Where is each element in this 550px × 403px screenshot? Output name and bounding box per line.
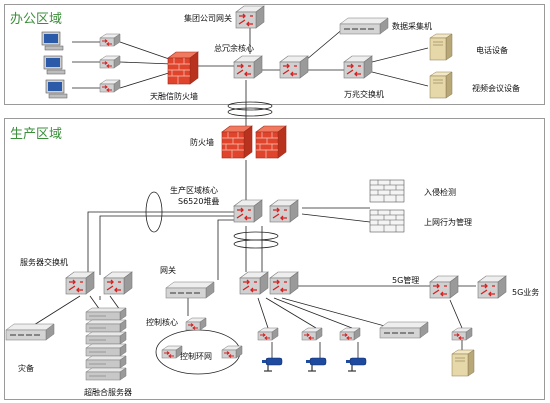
camera-1-icon bbox=[261, 357, 283, 372]
behavior-mgmt-icon bbox=[369, 209, 405, 233]
prod-firewall-2-icon bbox=[255, 125, 287, 159]
office-firewall-icon bbox=[167, 51, 199, 85]
5g-edge-switch-icon bbox=[451, 327, 473, 341]
rack-6-icon bbox=[85, 367, 127, 381]
control-ring-switch-1-icon bbox=[161, 345, 183, 359]
backup-appliance-icon bbox=[5, 323, 55, 341]
label-firewall-prod: 防火墙 bbox=[190, 138, 214, 147]
label-prod-core-1: 生产区域核心 bbox=[170, 186, 218, 195]
video-server-icon bbox=[429, 71, 453, 99]
hyper-server-stack bbox=[85, 307, 127, 381]
label-group-gateway: 集团公司网关 bbox=[184, 14, 232, 23]
label-phone: 电话设备 bbox=[476, 46, 508, 55]
phone-server-icon bbox=[429, 33, 453, 61]
label-redundant-core: 总冗余核心 bbox=[214, 44, 254, 53]
prod-core-2-icon bbox=[269, 199, 299, 223]
5g-mgmt-switch-icon bbox=[429, 275, 459, 299]
office-switch-3-icon bbox=[99, 79, 121, 93]
camera-3-icon bbox=[345, 357, 367, 372]
label-gigabit-switch: 万兆交换机 bbox=[344, 90, 384, 99]
rack-2-icon bbox=[85, 319, 127, 333]
label-gateway: 网关 bbox=[160, 266, 176, 275]
control-ring-switch-2-icon bbox=[221, 345, 243, 359]
intrusion-detection-icon bbox=[369, 179, 405, 203]
rack-5-icon bbox=[85, 355, 127, 369]
office-switch-2-icon bbox=[99, 55, 121, 69]
label-backup: 灾备 bbox=[18, 364, 34, 373]
5g-server-icon bbox=[451, 349, 475, 377]
pc-2-icon bbox=[43, 55, 66, 75]
label-5g-biz: 5G业务 bbox=[512, 288, 540, 297]
group-gateway-icon bbox=[235, 5, 265, 29]
office-switch-1-icon bbox=[99, 33, 121, 47]
label-firewall-office: 天融信防火墙 bbox=[150, 92, 198, 101]
office-zone bbox=[4, 4, 545, 105]
gigabit-switch-2-icon bbox=[343, 55, 373, 79]
access-switch-1-icon bbox=[239, 271, 269, 295]
production-zone-title: 生产区域 bbox=[10, 127, 63, 142]
server-switch-2-icon bbox=[103, 271, 133, 295]
edge-appliance-icon bbox=[379, 321, 429, 339]
label-control-ring: 控制环网 bbox=[180, 352, 212, 361]
edge-switch-2-icon bbox=[301, 327, 323, 341]
label-intrusion: 入侵检测 bbox=[424, 188, 456, 197]
label-behavior-mgmt: 上网行为管理 bbox=[424, 218, 472, 227]
rack-1-icon bbox=[85, 307, 127, 321]
label-control-core: 控制核心 bbox=[146, 318, 178, 327]
label-server-switch: 服务器交换机 bbox=[20, 258, 68, 267]
stack-ovals bbox=[145, 101, 279, 249]
pc-3-icon bbox=[45, 79, 68, 99]
access-switch-2-icon bbox=[269, 271, 299, 295]
gateway-icon bbox=[165, 281, 215, 299]
label-hyper-server: 超融合服务器 bbox=[84, 388, 132, 397]
data-collector-icon bbox=[339, 17, 389, 35]
label-prod-core-2: S6520堆叠 bbox=[178, 197, 220, 206]
label-5g-mgmt: 5G管理 bbox=[392, 276, 420, 285]
rack-4-icon bbox=[85, 343, 127, 357]
rack-3-icon bbox=[85, 331, 127, 345]
camera-2-icon bbox=[305, 357, 327, 372]
label-video-conf: 视频会议设备 bbox=[472, 84, 520, 93]
office-zone-title: 办公区域 bbox=[10, 12, 63, 27]
redundant-core-icon bbox=[233, 55, 263, 79]
control-core-icon bbox=[185, 317, 207, 331]
5g-biz-switch-icon bbox=[477, 275, 507, 299]
server-switch-1-icon bbox=[65, 271, 95, 295]
prod-core-1-icon bbox=[233, 199, 263, 223]
edge-switch-3-icon bbox=[339, 327, 361, 341]
edge-switch-1-icon bbox=[257, 327, 279, 341]
pc-1-icon bbox=[41, 31, 64, 51]
label-data-collector: 数据采集机 bbox=[392, 22, 432, 31]
prod-firewall-1-icon bbox=[221, 125, 253, 159]
gigabit-switch-1-icon bbox=[279, 55, 309, 79]
production-zone bbox=[4, 118, 545, 400]
